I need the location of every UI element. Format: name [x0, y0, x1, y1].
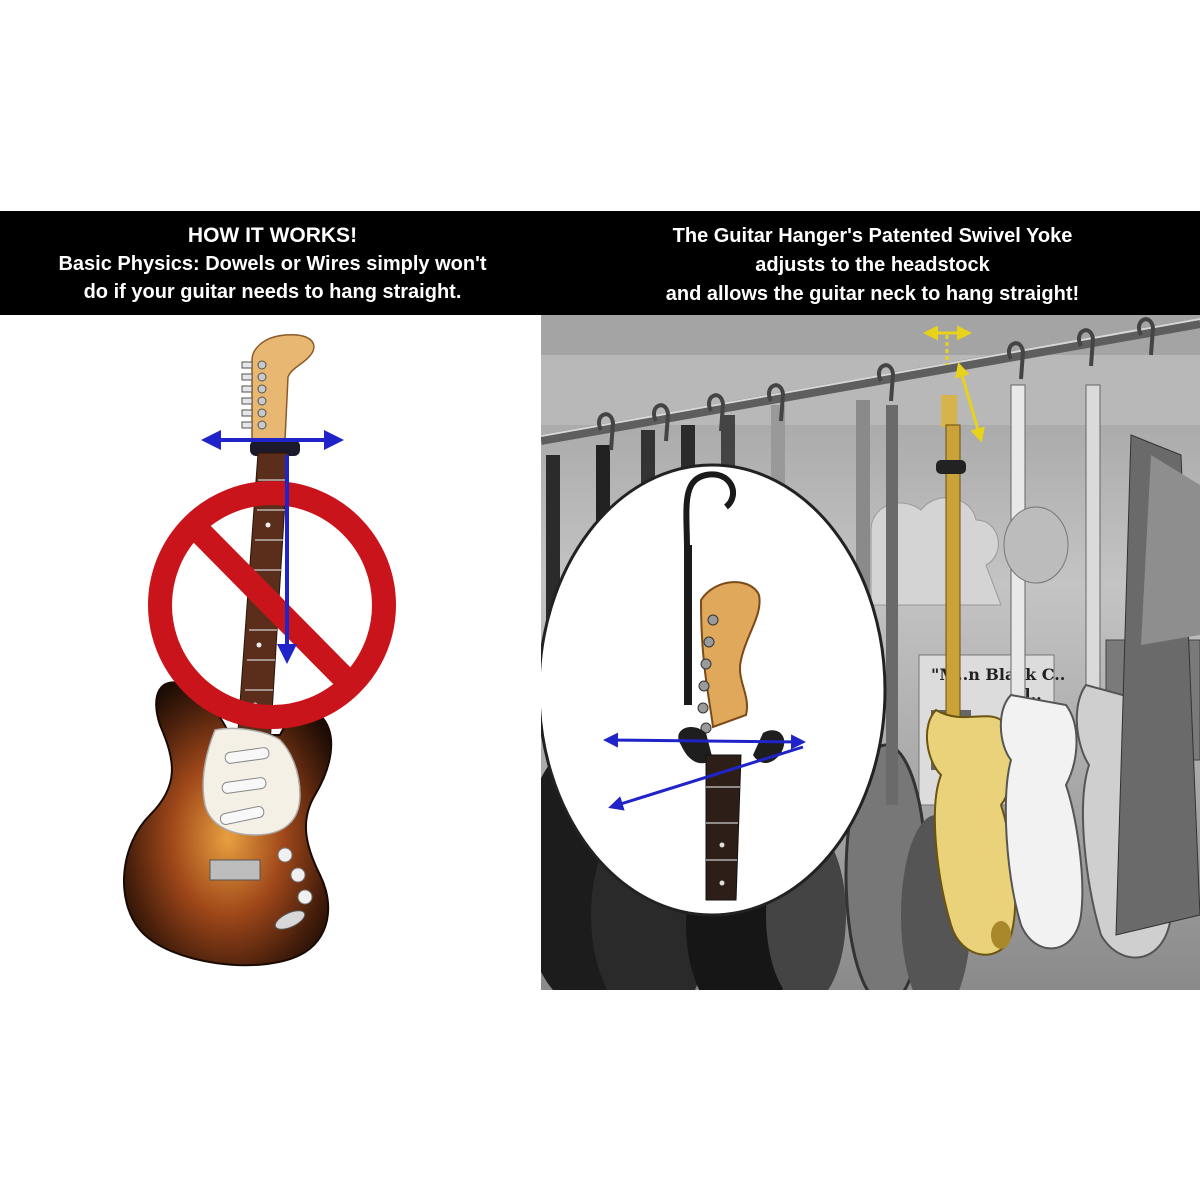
magnified-hanger-inset — [541, 463, 887, 917]
left-caption-line-1: Basic Physics: Dowels or Wires simply wo… — [58, 253, 487, 275]
natural-finish-guitar — [925, 395, 1017, 956]
right-caption-line-3: and allows the guitar neck to hang strai… — [665, 283, 1080, 305]
hanging-rod — [541, 318, 1200, 445]
force-arrows — [201, 430, 344, 664]
guitar-wall-photo: "M..n Black C.. Bl.. — [541, 315, 1200, 990]
rod-hooks — [597, 317, 1156, 451]
left-caption-line-2: do if your guitar needs to hang straight… — [83, 281, 462, 303]
white-guitars — [999, 384, 1200, 959]
poster-line-1: "M..n Black C.. — [931, 665, 1065, 684]
caption-banner: HOW IT WORKS! Basic Physics: Dowels or W… — [0, 211, 1200, 315]
left-caption-heading: HOW IT WORKS! — [187, 224, 358, 247]
left-illustration — [0, 315, 545, 995]
right-caption-line-2: adjusts to the headstock — [755, 254, 990, 276]
right-photo: "M..n Black C.. Bl.. — [541, 315, 1200, 990]
right-caption: The Guitar Hanger's Patented Swivel Yoke… — [545, 211, 1200, 309]
guitar-dowel-illustration — [123, 334, 396, 967]
right-caption-line-1: The Guitar Hanger's Patented Swivel Yoke — [672, 225, 1073, 247]
yellow-swivel-arrows — [923, 325, 985, 443]
headstock — [241, 334, 315, 441]
prohibition-sign — [148, 481, 396, 729]
left-caption: HOW IT WORKS! Basic Physics: Dowels or W… — [0, 211, 545, 306]
